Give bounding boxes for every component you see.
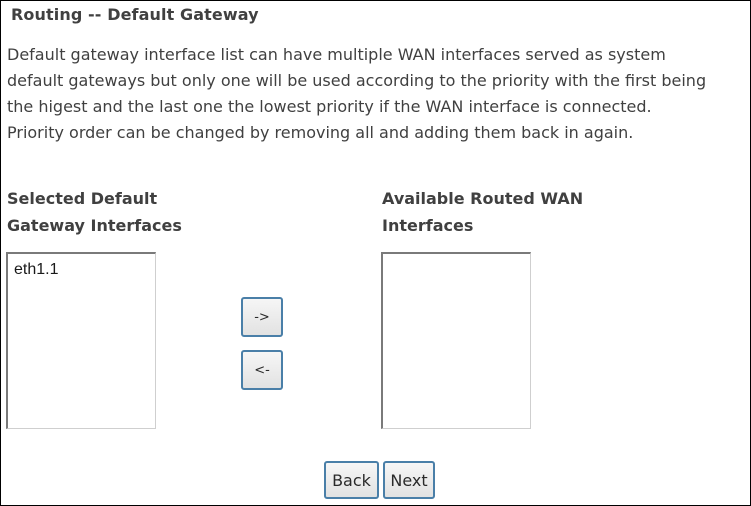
heading-line: Selected Default (7, 189, 158, 208)
back-button[interactable]: Back (324, 461, 379, 499)
page-title: Routing -- Default Gateway (11, 5, 259, 24)
available-interfaces-heading: Available Routed WAN Interfaces (382, 185, 583, 239)
add-interface-button[interactable]: -> (241, 297, 283, 337)
remove-interface-button[interactable]: <- (241, 350, 283, 390)
selected-interfaces-heading: Selected Default Gateway Interfaces (7, 185, 182, 239)
heading-line: Available Routed WAN (382, 189, 584, 208)
description-line: default gateways but only one will be us… (7, 71, 707, 90)
available-interfaces-listbox[interactable] (381, 252, 531, 429)
description-line: the higest and the last one the lowest p… (7, 97, 652, 116)
description-line: Priority order can be changed by removin… (7, 123, 634, 142)
list-item[interactable]: eth1.1 (14, 261, 59, 278)
description: Default gateway interface list can have … (7, 42, 749, 146)
selected-interfaces-listbox[interactable]: eth1.1 (6, 252, 156, 429)
heading-line: Interfaces (382, 216, 474, 235)
heading-line: Gateway Interfaces (7, 216, 182, 235)
next-button[interactable]: Next (383, 461, 435, 499)
description-line: Default gateway interface list can have … (7, 45, 666, 64)
